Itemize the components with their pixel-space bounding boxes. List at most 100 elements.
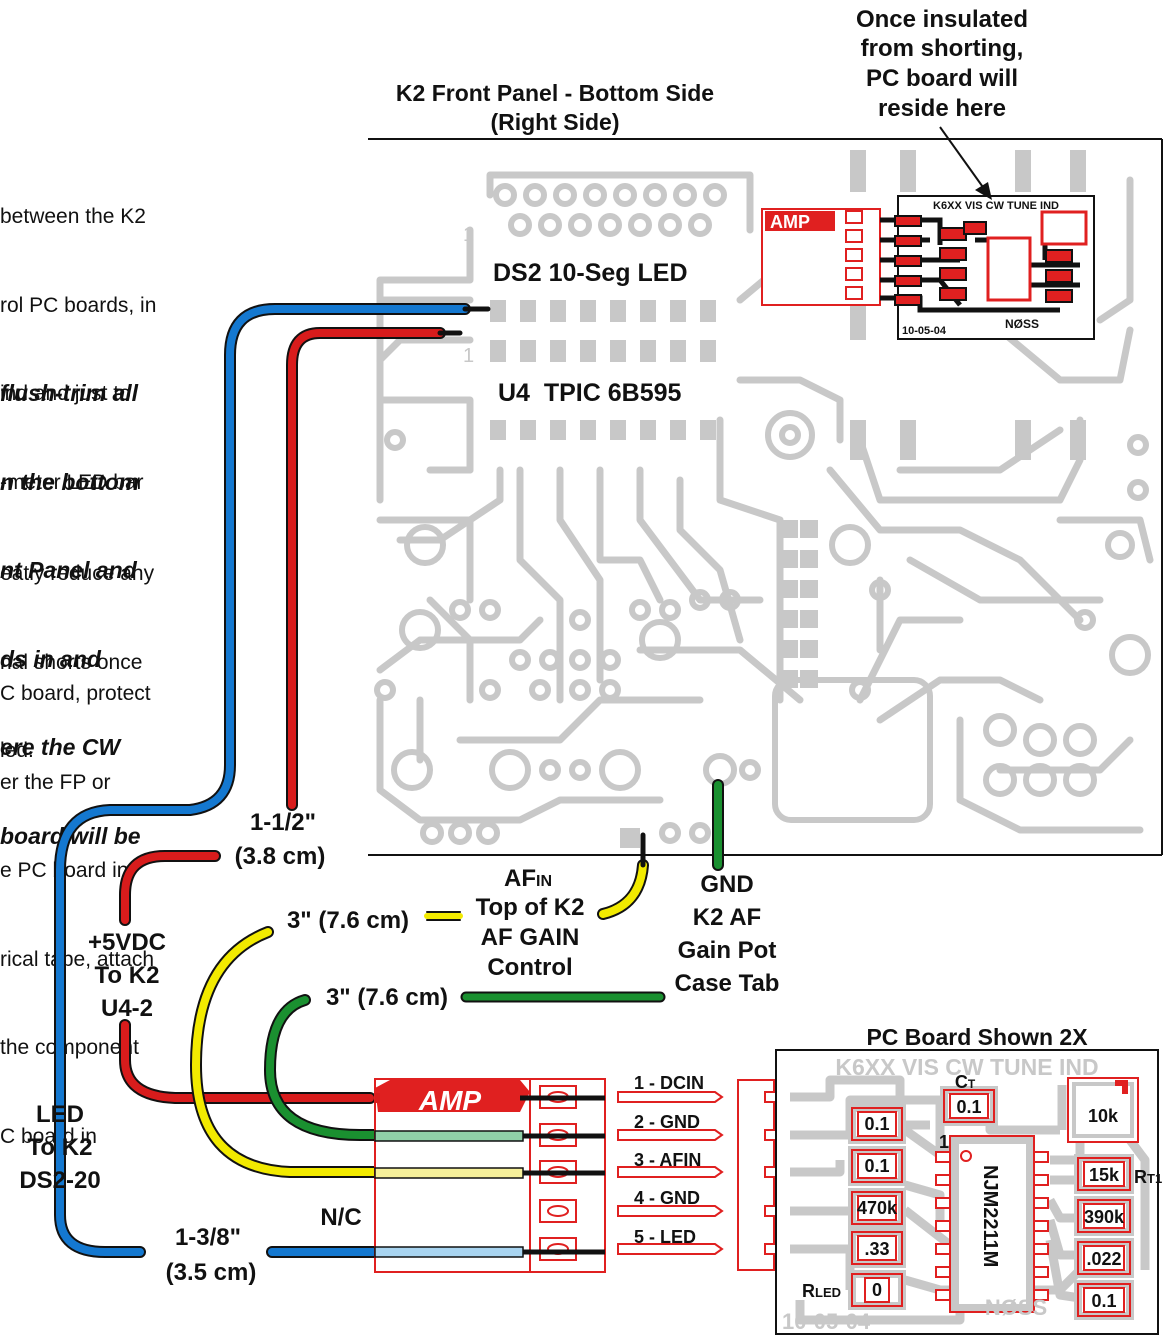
rled-label: RLED: [802, 1281, 841, 1301]
nc-label: N/C: [320, 1204, 361, 1231]
front-panel-title: K2 Front Panel - Bottom Side: [396, 80, 714, 106]
note-line: PC board will: [866, 65, 1018, 92]
pot-arrow-icon: [1115, 1080, 1128, 1094]
connector-wire-stub: [374, 1167, 524, 1179]
text-line: eatly reduce any: [0, 562, 155, 585]
text-line: between the K2: [0, 205, 146, 228]
yellow-dest-label: Control: [487, 954, 572, 981]
green-dest-label: K2 AF: [693, 904, 761, 931]
part-value: .022: [1086, 1249, 1121, 1269]
red-wire-fill: [288, 329, 444, 809]
big-board-date: 10-05-04: [782, 1309, 871, 1334]
amp-connector: AMP 1 - DCIN 2 - GND 3 - AF: [374, 1073, 824, 1273]
blue-dest-label: LED: [36, 1101, 84, 1128]
u4-pin1-label: 1: [463, 345, 474, 367]
part-value: 15k: [1089, 1165, 1120, 1185]
big-board-maker: NØSS: [985, 1295, 1047, 1320]
ic-pins: [935, 1151, 1049, 1301]
part-value: 0.1: [1091, 1291, 1116, 1311]
yellow-wire-fill: [192, 928, 524, 1176]
ct-label: CT: [955, 1072, 976, 1092]
green-dest-label: GND: [700, 871, 753, 898]
yellow-wire-top-fill: [599, 861, 647, 918]
amp-logo: AMP: [418, 1085, 482, 1116]
part-value: 390k: [1084, 1207, 1125, 1227]
ct-value: 0.1: [956, 1097, 981, 1117]
text-line: nt Panel and: [0, 557, 137, 583]
green-length-label: 3" (7.6 cm): [326, 984, 448, 1011]
text-line: n the bottom: [0, 468, 140, 495]
small-connector-pins: [845, 210, 863, 300]
big-pc-board: PC Board Shown 2X K6XX VIS CW TUNE IND: [775, 1024, 1162, 1335]
u4-label: U4 TPIC 6B595: [498, 379, 682, 407]
blue-length-label-cm: (3.5 cm): [166, 1259, 257, 1286]
yellow-link: [426, 911, 461, 921]
text-line: ere the CW: [0, 734, 121, 760]
right-part-values: 15k 390k .022 0.1: [1084, 1165, 1125, 1311]
pin-label-2: 2 - GND: [634, 1112, 700, 1132]
pin-label-3: 3 - AFIN: [634, 1150, 701, 1170]
text-line: er the FP or: [0, 770, 111, 794]
ct-label-main: C: [955, 1072, 968, 1092]
big-board-part-outlines: [851, 1089, 1131, 1317]
af-in-main: AF: [504, 865, 536, 892]
text-line: -meter LED bar: [0, 470, 144, 494]
note-arrow-head: [975, 182, 992, 200]
pot-value: 10k: [1088, 1106, 1119, 1126]
connector-wire-stub: [374, 1246, 524, 1258]
amp-logo-bg: [375, 1080, 530, 1112]
blue-length-label: 1-3/8": [175, 1224, 241, 1251]
small-board-parts: [894, 215, 1073, 306]
blue-dest-label: DS2-20: [19, 1167, 100, 1194]
small-board-title: K6XX VIS CW TUNE IND: [933, 200, 1059, 212]
big-board-pot-body: [1072, 1082, 1134, 1138]
part-value: 470k: [857, 1198, 898, 1218]
note-line: from shorting,: [861, 35, 1024, 62]
small-board-amp-label: AMP: [770, 212, 810, 232]
note-line: Once insulated: [856, 6, 1028, 33]
af-in-sub: IN: [536, 873, 552, 890]
part-value: 0.1: [864, 1114, 889, 1134]
small-board-pot: [1040, 210, 1088, 246]
blue-wire-fill: [56, 305, 469, 1256]
insulated-note: Once insulated from shorting, PC board w…: [856, 6, 1028, 200]
connector-pin-boxes: [539, 1085, 577, 1261]
small-board-maker: NØSS: [1005, 317, 1039, 331]
text-line: ds in and: [0, 645, 101, 672]
yellow-dest-label: AF GAIN: [481, 924, 580, 951]
pin-label-1: 1 - DCIN: [634, 1073, 704, 1093]
text-line: C board in: [0, 1124, 97, 1148]
instructions-paragraph-1: between the K2 rol PC boards, in ind and…: [0, 143, 156, 527]
ds2-label: DS2 10-Seg LED: [493, 259, 688, 287]
instructions-paragraph-2: flush-trim all n the bottom nt Panel and…: [0, 320, 141, 881]
green-dest-label: Case Tab: [675, 970, 780, 997]
ic-pin1-dot: [960, 1150, 972, 1162]
red-dest-label: +5VDC: [88, 929, 166, 956]
red-length-label: 1-1/2": [250, 809, 316, 836]
green-dest-label: Gain Pot: [678, 937, 777, 964]
text-line: rol PC boards, in: [0, 293, 157, 317]
text-line: ind and just to: [0, 382, 131, 405]
text-line: board will be: [0, 822, 141, 849]
rled-label-sub: LED: [815, 1285, 841, 1300]
pin-label-4: 4 - GND: [634, 1188, 700, 1208]
note-line: reside here: [878, 95, 1006, 122]
big-board-ic: [951, 1136, 1034, 1312]
pcb-holes: [374, 183, 1151, 845]
part-value: 0.1: [864, 1156, 889, 1176]
rt1-label-sub: T1: [1147, 1171, 1162, 1186]
pin-label-5: 5 - LED: [634, 1227, 696, 1247]
ct-label-sub: T: [968, 1077, 976, 1091]
red-dest-label: U4-2: [101, 995, 153, 1022]
left-part-values: 0.1 0.1 470k .33 0: [857, 1114, 898, 1300]
part-value: .33: [864, 1239, 889, 1259]
ic-name: NJM2211M: [979, 1165, 1001, 1267]
rled-label-main: R: [802, 1281, 815, 1301]
pcb-pads: [490, 150, 1086, 848]
small-board-date: 10-05-04: [902, 325, 947, 337]
ds2-pin1-label: 1: [463, 224, 474, 246]
red-dest-label: To K2: [95, 962, 160, 989]
wire-labels: 1-1/2" (3.8 cm) +5VDC To K2 U4-2 LED To …: [19, 809, 779, 1286]
red-wire-lower: [119, 850, 376, 1104]
text-line: rical tape, attach: [0, 947, 155, 971]
